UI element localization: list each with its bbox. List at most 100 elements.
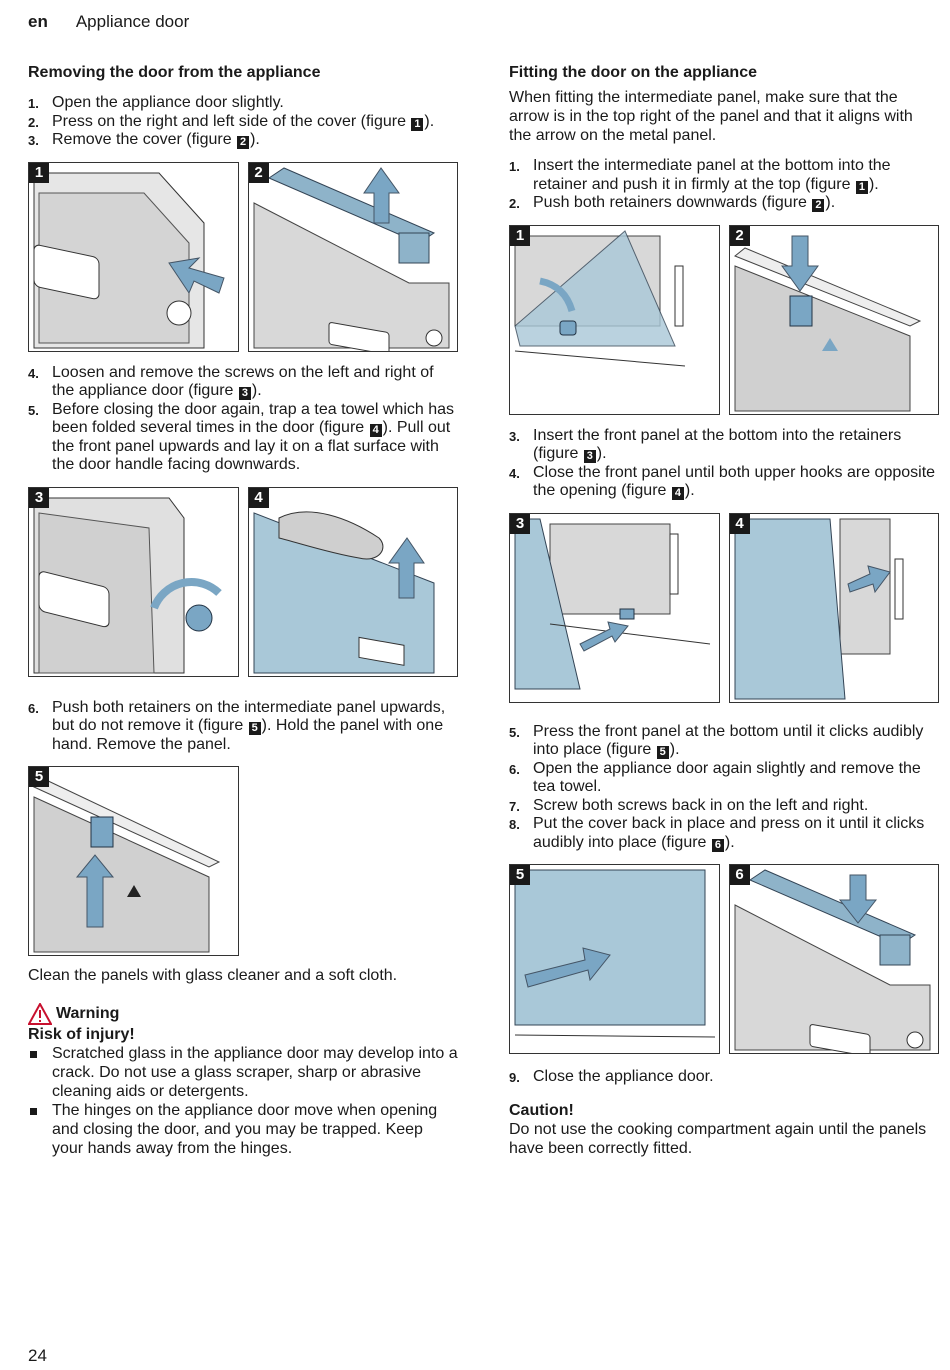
section-title: Appliance door: [75, 12, 190, 31]
step-text-end: ).: [825, 194, 836, 211]
step-text-end: ).: [250, 131, 260, 148]
step-item: 1. Open the appliance door slightly.: [28, 94, 458, 113]
step-text: Press the front panel at the bottom unti…: [533, 722, 924, 759]
step-number: 4.: [28, 365, 39, 381]
step-number: 9.: [509, 1070, 520, 1085]
figure-3: 3: [28, 486, 239, 677]
press-front-panel-illustration: [514, 869, 716, 1038]
step-text: Put the cover back in place and press on…: [533, 815, 925, 851]
screw-illustration: [33, 497, 222, 673]
step-text-end: ).: [596, 445, 607, 462]
step-text: Open the appliance door again slightly a…: [533, 759, 921, 796]
step-text-end: ). Hold the panel with one hand. Remove …: [52, 717, 444, 753]
figure-badge: 2: [248, 162, 269, 183]
fitting-intro: When fitting the intermediate panel, mak…: [509, 89, 913, 144]
figure-row-3-4: 3 4: [28, 486, 458, 677]
figure-badge: 3: [510, 513, 530, 534]
step-text: Loosen and remove the screws on the left…: [52, 363, 434, 400]
figure-row-3-4: 3 4: [509, 512, 939, 703]
step-item: 3. Insert the front panel at the bottom i…: [509, 427, 939, 464]
step-text: Screw both screws back in on the left an…: [533, 796, 869, 814]
remove-cover-illustration: [253, 166, 449, 351]
figure-badge: 3: [29, 487, 49, 508]
step-item: 2.Press on the right and left side of th…: [28, 113, 458, 132]
figure-reference-badge: 6: [711, 838, 724, 852]
figure-2: 2: [728, 224, 939, 415]
step-text: Push both retainers on the intermediate …: [52, 698, 446, 735]
step-number: 5.: [509, 724, 520, 740]
figure-badge: 6: [729, 865, 750, 885]
warning-label: Warning: [56, 1005, 120, 1022]
figure-badge: 1: [510, 225, 530, 246]
step-text: Remove the cover (figure: [52, 131, 237, 148]
step-text: Insert the intermediate panel at the bot…: [533, 157, 891, 193]
right-column: Fitting the door on the appliance When f…: [509, 64, 939, 1158]
caution-title: Caution!: [509, 1101, 574, 1119]
tea-towel-illustration: [253, 510, 434, 673]
clean-instruction: Clean the panels with glass cleaner and …: [28, 967, 398, 984]
step-number: 1.: [509, 159, 520, 174]
step-number: 1.: [28, 96, 39, 111]
fitting-heading: Fitting the door on the appliance: [509, 64, 757, 81]
page-number: 24: [28, 1346, 47, 1365]
step-number: 3.: [509, 428, 520, 444]
figure-reference-badge: 1: [855, 180, 868, 194]
page-header: en Appliance door: [28, 12, 189, 32]
figure-5: 5: [28, 766, 239, 956]
left-column: Removing the door from the appliance 1. O…: [28, 64, 458, 1158]
figure-reference-badge: 4: [671, 487, 684, 500]
step-text: Insert the front panel at the bottom int…: [533, 426, 902, 463]
step-text-end: ).: [684, 482, 695, 499]
figure-reference-badge: 2: [237, 136, 250, 149]
figure-row-5-6: 5 6: [509, 864, 939, 1054]
step-list: 1. Open the appliance door slightly. 2.Pre…: [28, 94, 458, 150]
figure-row-1-2: 1 2: [509, 224, 939, 415]
step-item: 5. Press the front panel at the bottom un…: [509, 723, 939, 760]
step-text-end: ).: [251, 382, 262, 399]
step-item: 4.Close the front panel until both upper…: [509, 464, 939, 501]
step-text-end: ).: [724, 833, 735, 851]
warning-list: Scratched glass in the appliance door ma…: [28, 1044, 458, 1158]
figure-badge: 2: [729, 225, 750, 246]
step-list: 5. Press the front panel at the bottom un…: [509, 723, 939, 853]
step-number: 8.: [509, 817, 520, 832]
language-code: en: [28, 12, 48, 31]
step-item: 8. Put the cover back in place and press …: [509, 815, 939, 852]
warning-icon: [28, 1003, 52, 1025]
front-panel-insert-illustration: [514, 518, 711, 689]
step-text: Before closing the door again, trap a te…: [52, 400, 455, 437]
step-list: 3. Insert the front panel at the bottom i…: [509, 427, 939, 501]
step-text-end: ).: [669, 741, 680, 758]
figure-1: 1: [509, 224, 720, 415]
figure-badge: 4: [248, 487, 269, 508]
door-cover-illustration: [33, 172, 225, 348]
step-number: 2.: [28, 114, 39, 130]
step-number: 6.: [28, 700, 39, 716]
step-text: Open the appliance door slightly.: [52, 94, 284, 111]
warning-title: Warning: [28, 1003, 458, 1025]
figure-row-5: 5: [28, 766, 458, 956]
step-item: 3.Remove the cover (figure 2).: [28, 131, 458, 150]
step-item: 1. Insert the intermediate panel at the b…: [509, 157, 939, 194]
step-number: 5.: [28, 402, 39, 418]
step-item: 6. Push both retainers on the intermediat…: [28, 699, 458, 755]
risk-title: Risk of injury!: [28, 1026, 135, 1043]
step-text: Close the appliance door.: [533, 1068, 714, 1085]
figure-4: 4: [247, 486, 458, 677]
figure-4: 4: [728, 512, 939, 703]
step-text-end: ). Pull out the front panel upwards and …: [52, 419, 451, 473]
step-item: 4. Loosen and remove the screws on the le…: [28, 364, 458, 401]
figure-reference-badge: 5: [656, 746, 669, 759]
step-item: 7. Screw both screws back in on the left …: [509, 797, 939, 816]
retainer-illustration: [33, 778, 221, 953]
step-item: 2.Push both retainers downwards (figure …: [509, 194, 939, 213]
figure-reference-badge: 3: [583, 450, 596, 463]
step-number: 7.: [509, 798, 520, 814]
step-number: 6.: [509, 761, 520, 777]
step-text: Push both retainers downwards (figure: [533, 194, 812, 211]
step-number: 4.: [509, 465, 520, 481]
step-item: 6. Open the appliance door again slightly…: [509, 760, 939, 797]
removing-heading: Removing the door from the appliance: [28, 64, 321, 81]
step-text-end: ).: [424, 112, 435, 130]
warning-bullet: The hinges on the appliance door move wh…: [28, 1101, 458, 1158]
